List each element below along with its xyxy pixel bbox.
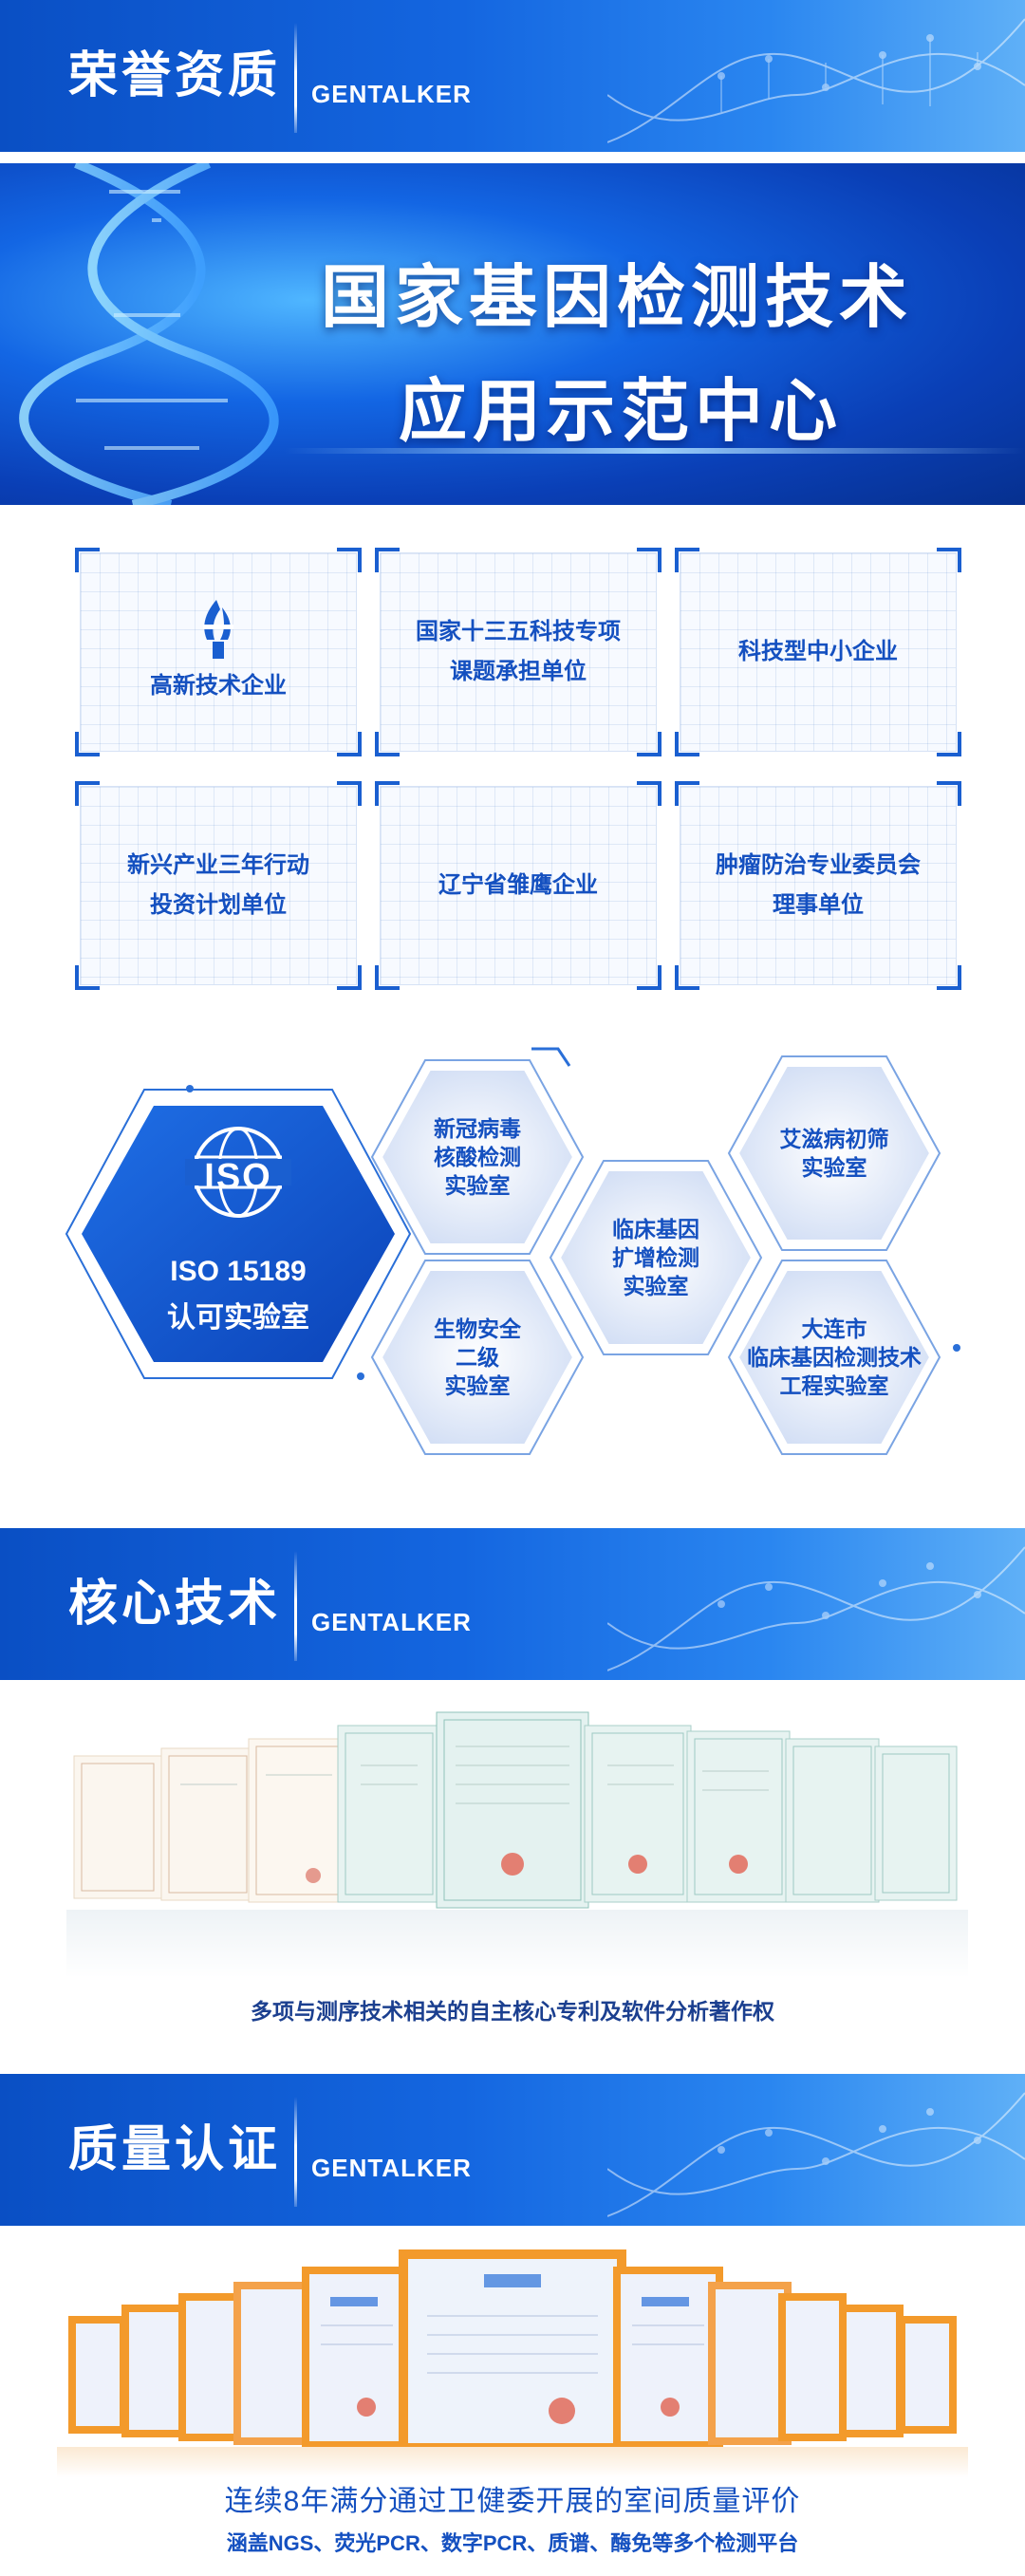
iso-title: ISO 15189 xyxy=(170,1256,307,1287)
iso-logo-text: ISO xyxy=(204,1157,272,1197)
dna-helix-icon xyxy=(19,163,279,505)
title-divider xyxy=(294,23,297,133)
title-divider xyxy=(294,2097,297,2207)
torch-icon xyxy=(203,600,233,659)
title-divider xyxy=(294,1551,297,1661)
hex-covid xyxy=(370,1059,585,1255)
section-banner-core-tech: 核心技术 GENTALKER xyxy=(0,1528,1025,1680)
hex-aids xyxy=(727,1055,941,1251)
hex-dalian xyxy=(727,1260,941,1455)
dna-helix-icon xyxy=(607,1546,1025,1671)
honor-card-emerging-industry: 新兴产业三年行动 投资计划单位 xyxy=(75,781,362,990)
lab-label-dalian: 大连市 临床基因检测技术 工程实验室 xyxy=(747,1316,922,1398)
honor-label: 高新技术企业 xyxy=(150,673,287,699)
honor-card-oncology: 肿瘤防治专业委员会 理事单位 xyxy=(675,781,961,990)
section-banner-quality: 质量认证 GENTALKER xyxy=(0,2074,1025,2226)
iso-hexagon-outline xyxy=(65,1089,412,1379)
section-banner-honors: 荣誉资质 GENTALKER xyxy=(0,0,1025,152)
dna-helix-icon xyxy=(607,2092,1025,2217)
honor-label: 科技型中小企业 xyxy=(738,639,898,664)
quality-certificates xyxy=(0,2240,1025,2496)
honor-card-sme: 科技型中小企业 xyxy=(675,548,961,756)
hero-banner: 国家基因检测技术 应用示范中心 xyxy=(0,163,1025,505)
honor-card-eagle: 辽宁省雏鹰企业 xyxy=(375,781,662,990)
hero-title-line1: 国家基因检测技术 xyxy=(321,260,914,336)
lab-label-biosafety: 生物安全 二级 实验室 xyxy=(434,1316,521,1398)
certificate-gallery xyxy=(66,1711,968,1978)
honor-label: 新兴产业三年行动 投资计划单位 xyxy=(127,852,309,918)
lab-label-aids: 艾滋病初筛 实验室 xyxy=(779,1127,889,1180)
section-title: 核心技术 xyxy=(68,1577,282,1632)
brand-label: GENTALKER xyxy=(311,80,472,108)
quality-certificate xyxy=(68,2249,957,2453)
lab-hexagons xyxy=(65,1047,960,1455)
iso-hexagon xyxy=(82,1106,395,1362)
patent-certificate xyxy=(73,1738,348,1903)
honor-card-high-tech: 高新技术企业 xyxy=(75,548,362,756)
hex-biosafety xyxy=(370,1260,585,1455)
brand-label: GENTALKER xyxy=(311,1608,472,1636)
honor-label: 辽宁省雏鹰企业 xyxy=(438,872,598,898)
core-tech-caption: 多项与测序技术相关的自主核心专利及软件分析著作权 xyxy=(251,1999,774,2024)
patent-certificates xyxy=(0,1689,1025,2022)
dna-helix-icon xyxy=(607,18,1025,143)
software-copyright-certificate xyxy=(337,1711,958,1909)
quality-certificate-gallery xyxy=(57,2249,968,2477)
brand-label: GENTALKER xyxy=(311,2154,472,2182)
hero-title-line2: 应用示范中心 xyxy=(399,374,844,450)
globe-icon xyxy=(185,1127,291,1218)
lab-label-covid: 新冠病毒 核酸检测 实验室 xyxy=(434,1116,521,1198)
section-title: 荣誉资质 xyxy=(68,48,282,103)
hex-clinical-pcr xyxy=(549,1160,763,1355)
honor-card-13th-five: 国家十三五科技专项 课题承担单位 xyxy=(375,548,662,756)
iso-subtitle: 认可实验室 xyxy=(167,1302,309,1334)
light-streak xyxy=(285,448,1025,454)
lab-label-clinical-pcr: 临床基因 扩增检测 实验室 xyxy=(612,1217,699,1298)
honor-label: 国家十三五科技专项 课题承担单位 xyxy=(416,619,621,684)
section-title: 质量认证 xyxy=(68,2122,282,2177)
honor-label: 肿瘤防治专业委员会 理事单位 xyxy=(716,852,921,918)
labs-section: ISO ISO 15189 认可实验室 新冠病毒 核酸检测 实验室 生物安全 二… xyxy=(0,1030,1025,1476)
quality-caption: 连续8年满分通过卫健委开展的室间质量评价 xyxy=(224,2486,801,2517)
quality-subcaption: 涵盖NGS、荧光PCR、数字PCR、质谱、酶免等多个检测平台 xyxy=(226,2531,799,2555)
